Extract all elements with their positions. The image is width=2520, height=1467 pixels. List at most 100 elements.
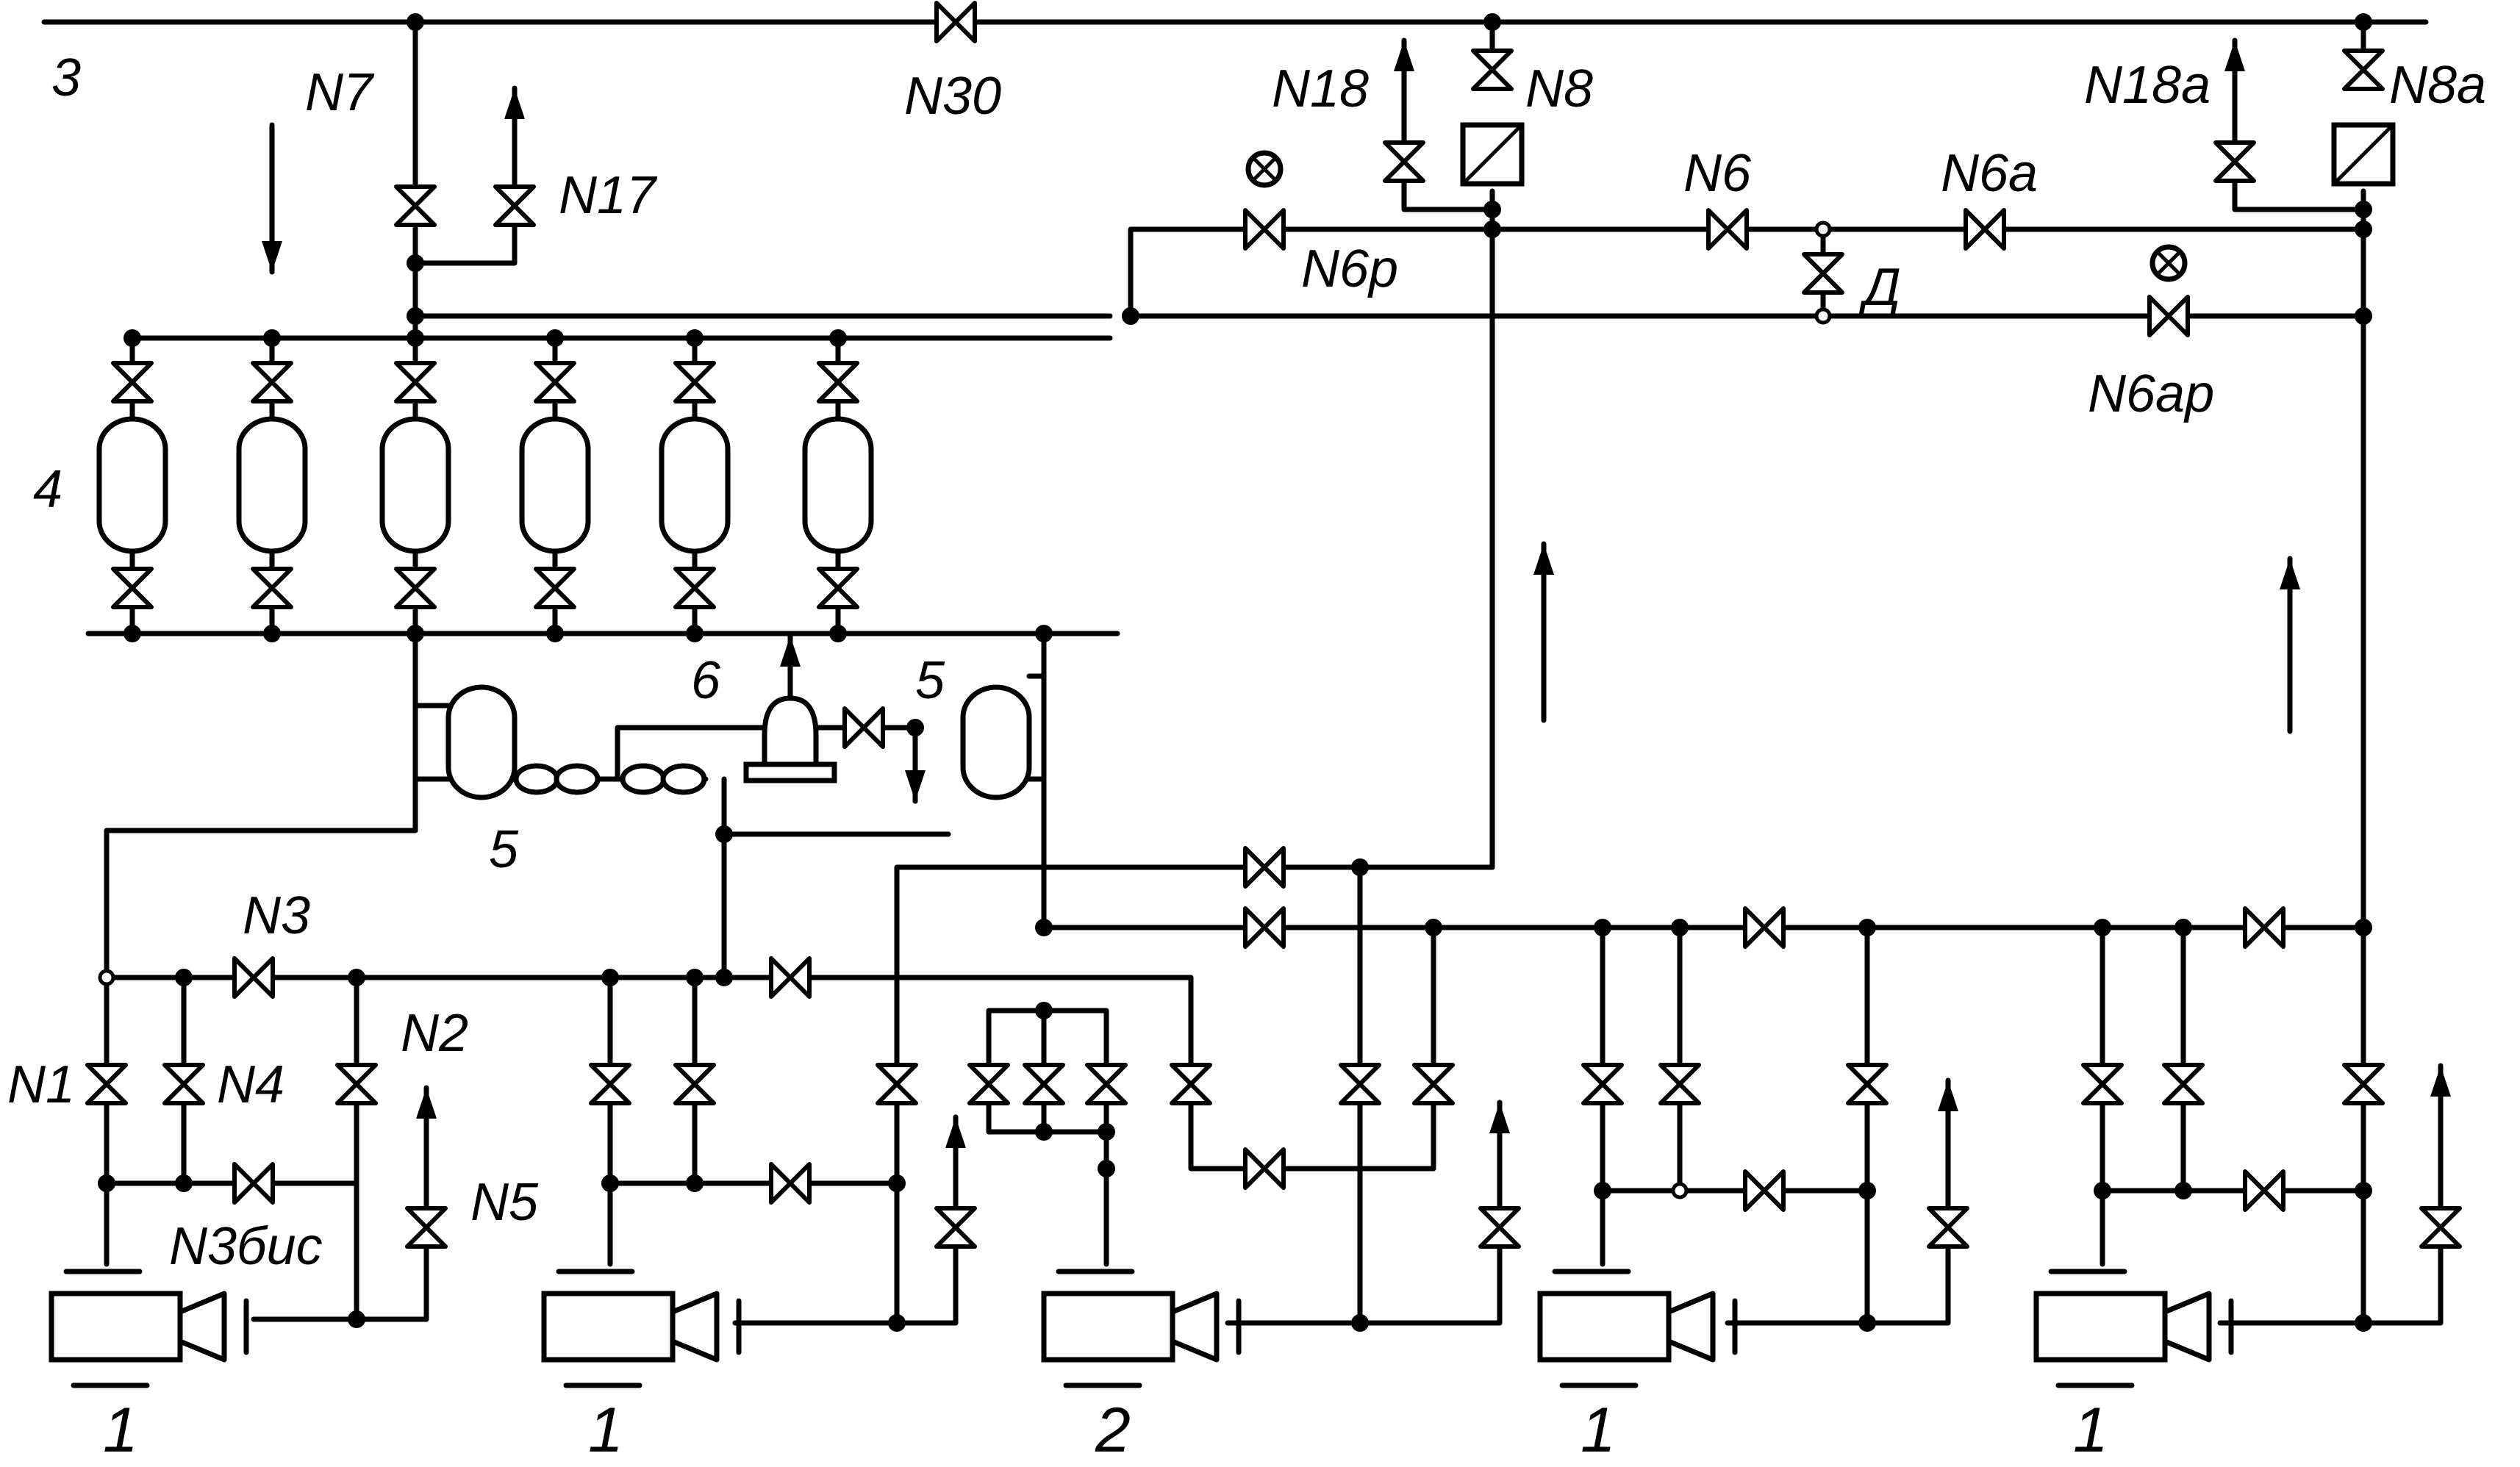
junction-node	[2094, 1182, 2111, 1199]
valve-u4-b	[1658, 1063, 1701, 1105]
junction-node	[715, 825, 733, 843]
junction-node	[601, 969, 619, 986]
label-n30: N30	[904, 67, 1001, 126]
junction-node	[1035, 1123, 1053, 1141]
junction-node	[348, 1310, 365, 1328]
receiver-bottom-valve	[394, 567, 437, 609]
receiver-top-valve	[394, 361, 437, 403]
junction-node	[1858, 919, 1876, 936]
label-n7: N7	[305, 63, 375, 122]
receiver-vessel	[659, 416, 731, 554]
junction-node	[1483, 220, 1501, 238]
junction-node	[829, 625, 847, 642]
flow-arrow-up-right	[2280, 556, 2300, 734]
junction-node	[407, 307, 424, 325]
separator-vessel-5-right	[960, 684, 1032, 800]
label-n6ap: N6ap	[2088, 365, 2214, 423]
flow-arrow-u5	[2430, 1063, 2451, 1149]
label-n6p: N6p	[1301, 240, 1398, 298]
junction-node	[2355, 201, 2372, 218]
flow-arrow-drain	[905, 761, 926, 804]
junction-open-node	[98, 969, 115, 986]
junction-node	[2094, 919, 2111, 936]
label-n6a: N6a	[1941, 144, 2038, 203]
label-d: Д	[1858, 258, 1901, 317]
junction-node	[546, 625, 564, 642]
junction-node	[2174, 1182, 2192, 1199]
filter-element	[620, 763, 667, 795]
valve-n30	[934, 1, 977, 43]
separator-6	[762, 695, 819, 767]
valve-n6p	[1243, 208, 1286, 251]
valve-u4-header	[1743, 906, 1786, 949]
pipe-u3-c	[1188, 925, 1436, 1172]
junction-node	[2355, 1182, 2372, 1199]
flow-arrow-n18	[1394, 37, 1414, 71]
junction-node	[124, 625, 141, 642]
compressor-unit-1d	[2033, 1269, 2234, 1388]
pipe-to-left-header	[104, 776, 418, 980]
pipe-n6p	[1128, 226, 1495, 319]
valve-u3-c	[1085, 1063, 1128, 1105]
label-unit-1a: 1	[103, 1395, 138, 1466]
valve-n3	[232, 956, 275, 999]
valve-u3-h	[1478, 1206, 1521, 1249]
receiver-bottom-valve	[534, 567, 576, 609]
junction-node	[888, 1314, 906, 1332]
junction-node	[686, 1174, 704, 1192]
receiver-vessel	[802, 416, 874, 554]
gauge-n6ap	[2149, 244, 2188, 282]
valve-n8	[1471, 49, 1514, 91]
valve-n3bis	[232, 1162, 275, 1205]
flow-arrow-separator	[780, 633, 801, 701]
receiver-bottom-valve	[251, 567, 293, 609]
pipe-n17	[412, 166, 518, 266]
junction-node	[1035, 1002, 1053, 1019]
receiver-bottom-valve	[111, 567, 154, 609]
label-n8: N8	[1525, 60, 1593, 118]
valve-d	[1802, 252, 1844, 295]
pipe-n5	[251, 1100, 429, 1322]
label-item-6: 6	[691, 651, 721, 710]
junction-node	[715, 969, 733, 986]
label-n18: N18	[1272, 60, 1369, 118]
junction-node	[829, 329, 847, 347]
label-n4: N4	[217, 1055, 284, 1114]
label-n18a: N18a	[2084, 56, 2211, 115]
valve-u2-b	[673, 1063, 716, 1105]
receiver-vessel	[96, 416, 168, 554]
junction-node	[175, 1174, 193, 1192]
valve-u4-a	[1581, 1063, 1624, 1105]
valve-n1	[85, 1063, 128, 1105]
junction-node	[407, 13, 424, 31]
label-n17: N17	[559, 166, 658, 225]
junction-node	[686, 625, 704, 642]
label-n2: N2	[401, 1004, 468, 1063]
junction-node	[1098, 1160, 1115, 1177]
valve-u5-header	[2243, 906, 2285, 949]
receiver-top-valve	[817, 361, 859, 403]
receiver-top-valve	[111, 361, 154, 403]
compressor-unit-1b	[541, 1269, 742, 1388]
junction-node	[175, 969, 193, 986]
valve-n17	[493, 184, 536, 227]
label-n6: N6	[1683, 144, 1752, 203]
junction-node	[1594, 919, 1611, 936]
valve-u2-a	[589, 1063, 631, 1105]
receiver-vessel	[519, 416, 591, 554]
valve-u3-a	[967, 1063, 1010, 1105]
junction-node	[1594, 1182, 1611, 1199]
valve-u5-e	[2419, 1206, 2462, 1249]
valve-u5-b	[2162, 1063, 2205, 1105]
junction-node	[1671, 919, 1689, 936]
flow-arrow-n18a	[2224, 37, 2245, 71]
valve-u5-c	[2342, 1063, 2385, 1105]
label-n3bis: N3бис	[169, 1217, 323, 1276]
receiver-top-valve	[534, 361, 576, 403]
valve-u3-b	[1023, 1063, 1065, 1105]
pipe-vessel5-left	[412, 631, 451, 709]
label-unit-1b: 1	[588, 1395, 623, 1466]
compressor-unit-1c	[1537, 1269, 1738, 1388]
junction-node	[407, 625, 424, 642]
